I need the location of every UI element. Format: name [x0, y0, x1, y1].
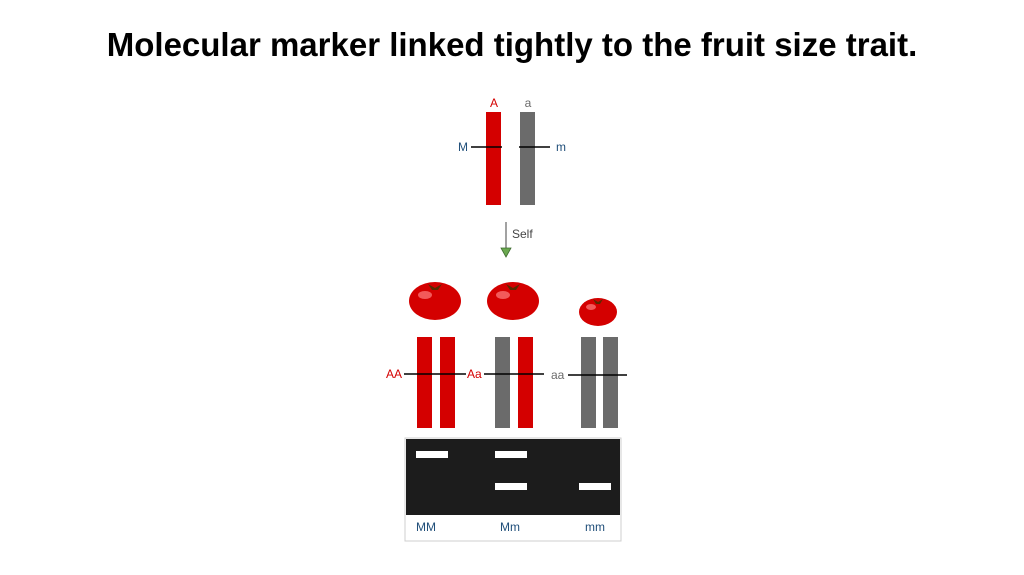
- tomato-aa-large: [409, 282, 461, 320]
- chromosome-recessive: [581, 337, 596, 428]
- gel-lane-label-het: Mm: [500, 520, 520, 534]
- tomato-icon: [409, 282, 461, 320]
- chromosome-dominant: [518, 337, 533, 428]
- genotype-label-het: Aa: [467, 367, 482, 381]
- gel-lane-label-mm: MM: [416, 520, 436, 534]
- tomato-aa-het-large: [487, 282, 539, 320]
- chromosome-recessive: [495, 337, 510, 428]
- gel-band-het-upper: [495, 451, 527, 458]
- chromosome-dominant: [417, 337, 432, 428]
- parent-chromosomes: A a M m: [458, 96, 566, 205]
- parent-chromosome-recessive: [520, 112, 535, 205]
- parent-allele-label-dominant: A: [490, 96, 498, 110]
- gel-band-recessive-lower: [579, 483, 611, 490]
- offspring-aa-chromosomes: AA: [386, 337, 466, 428]
- parent-allele-label-recessive: a: [525, 96, 532, 110]
- page-title: Molecular marker linked tightly to the f…: [106, 26, 918, 63]
- offspring-aa-het-chromosomes: Aa: [467, 337, 544, 428]
- gel-lane-label-recessive: mm: [585, 520, 605, 534]
- parent-marker-label-right: m: [556, 140, 566, 154]
- offspring-recessive-chromosomes: aa: [551, 337, 627, 428]
- gel-band-mm-upper: [416, 451, 448, 458]
- arrow-head-icon: [500, 247, 512, 258]
- chromosome-recessive: [603, 337, 618, 428]
- gel-panel: MM Mm mm: [404, 437, 622, 542]
- genotype-label-aa: AA: [386, 367, 402, 381]
- gel-background: [406, 439, 620, 515]
- genotype-label-recessive: aa: [551, 368, 565, 382]
- parent-chromosome-dominant: [486, 112, 501, 205]
- gel-band-het-lower: [495, 483, 527, 490]
- self-label: Self: [512, 227, 533, 241]
- parent-marker-label-left: M: [458, 140, 468, 154]
- self-cross-arrow: Self: [500, 222, 533, 258]
- chromosome-dominant: [440, 337, 455, 428]
- tomato-icon: [487, 282, 539, 320]
- tomato-small: [579, 298, 617, 326]
